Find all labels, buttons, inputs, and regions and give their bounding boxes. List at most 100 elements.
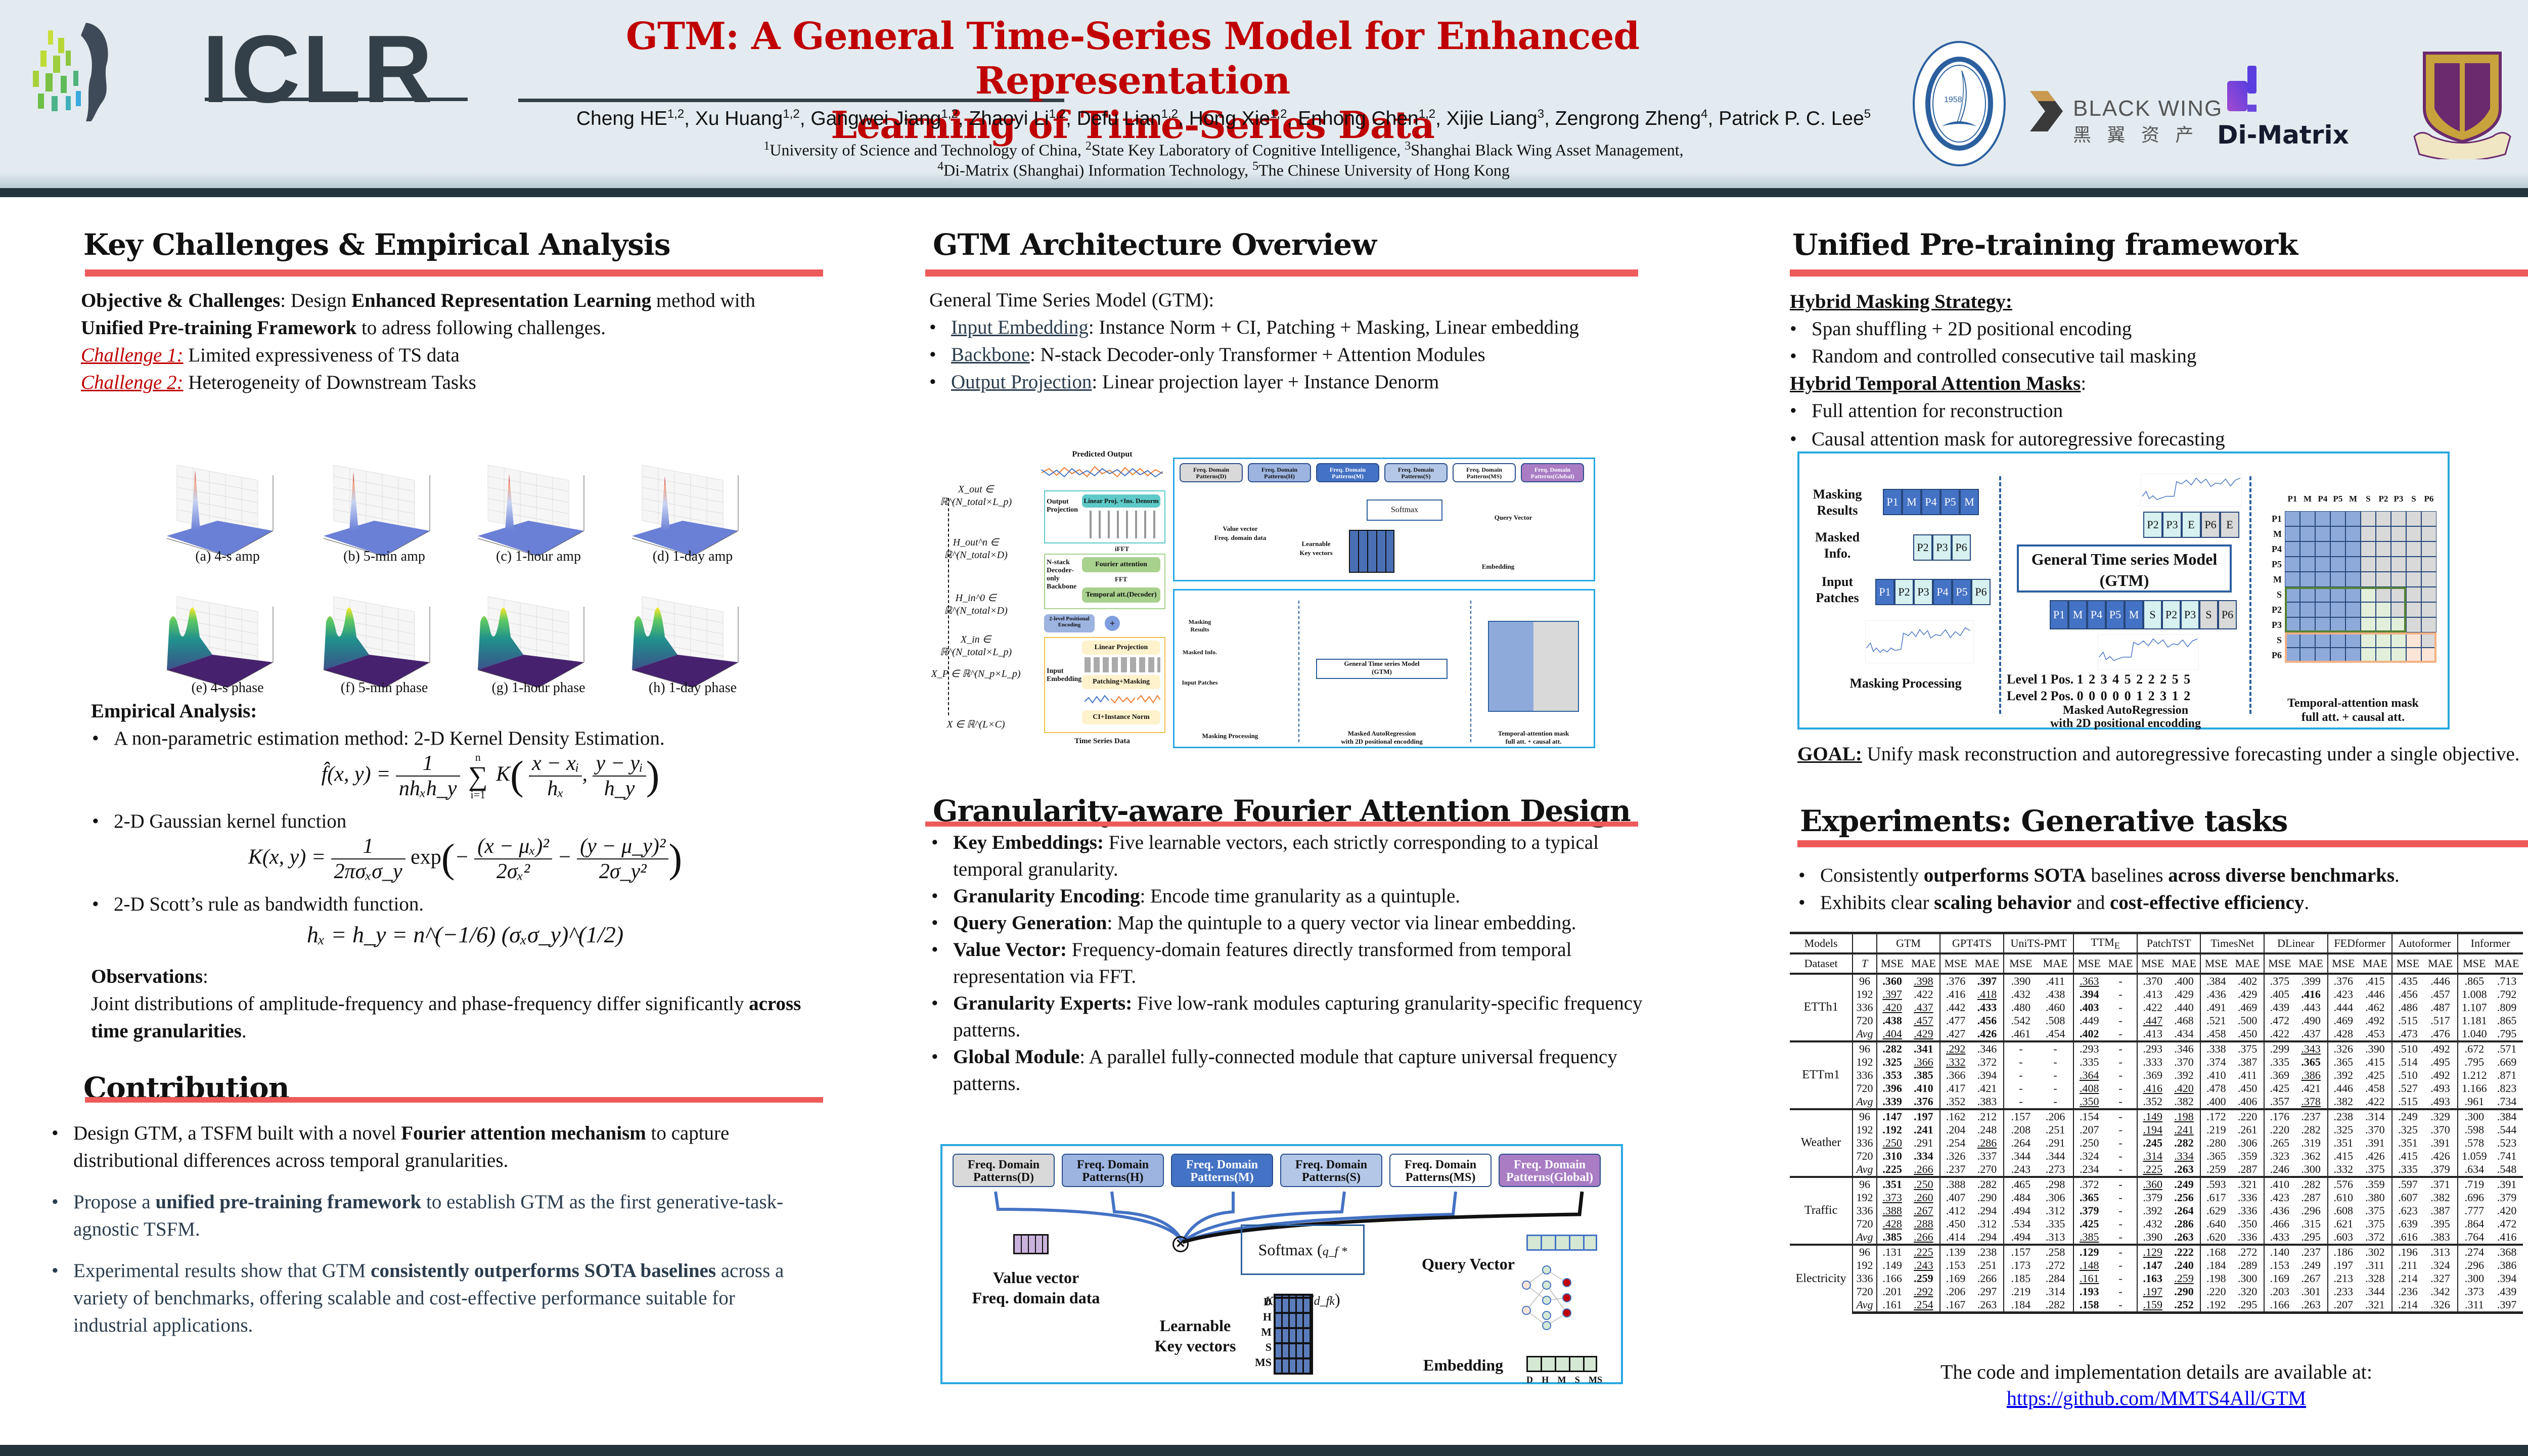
- eq-text: h_y: [604, 777, 635, 800]
- blackwing-logo-icon: [2030, 91, 2063, 131]
- metric-cell: .214: [2391, 1298, 2424, 1314]
- metric-cell: .491: [2200, 1000, 2232, 1014]
- metric-cell: .438: [1876, 1014, 1908, 1027]
- goal-text: Unify mask reconstruction and autoregres…: [1862, 743, 2520, 765]
- masking-series-chart-icon: [1865, 620, 1974, 663]
- metric-cell: .386: [2301, 1068, 2321, 1081]
- horizon-cell: 720: [1852, 1081, 1877, 1095]
- title-line-2: Learning of Time-Series Data: [831, 104, 1435, 147]
- ifft-label: iFFT: [1115, 545, 1130, 553]
- metric-cell: .433: [2264, 1230, 2295, 1245]
- title-underline: [518, 99, 1064, 102]
- metric-cell: .492: [2365, 1014, 2385, 1027]
- learnable-line: Learnable: [1159, 1316, 1231, 1335]
- fourier-item-text: Frequency-domain features directly trans…: [953, 939, 1572, 987]
- experiment-bold: cost-effective efficiency: [2110, 892, 2305, 914]
- metric-cell: .315: [2301, 1217, 2321, 1230]
- architecture-item: Input Embedding: Instance Norm + CI, Pat…: [923, 314, 1647, 341]
- section-title-unified: Unified Pre-training framework: [1792, 228, 2298, 262]
- author-name: Defu Lian: [1076, 108, 1161, 129]
- mask-cell: [2376, 648, 2391, 663]
- mask-cell: [2330, 557, 2345, 572]
- metric-cell: .395: [2430, 1217, 2450, 1230]
- table-row: 336.388.267.412.294.494.312.379-.392.264…: [1790, 1204, 2523, 1217]
- horizon-cell: 192: [1852, 987, 1877, 1001]
- goal-label: GOAL:: [1797, 743, 1862, 765]
- mask-row-label: S: [2276, 589, 2282, 600]
- colon: :: [2081, 373, 2087, 394]
- experiment-text: .: [2304, 892, 2310, 914]
- mask-cell: [2376, 511, 2391, 526]
- attention-masks-title: Hybrid Temporal Attention Masks: [1790, 373, 2081, 394]
- author-affiliation: 1,2: [1418, 107, 1436, 121]
- level-2-label: Level 2 Pos.: [2007, 689, 2074, 703]
- table-row: 336.420.437.442.433.480.460.403-.422.440…: [1790, 1000, 2523, 1014]
- experiments-list: Consistently outperforms SOTA baselines …: [1792, 862, 2528, 917]
- affiliation-name: The Chinese University of Hong Kong: [1258, 161, 1510, 179]
- metric-cell: .267: [2301, 1271, 2321, 1285]
- metric-cell: .365: [2327, 1055, 2359, 1069]
- patch-token: P5: [2106, 600, 2125, 629]
- metric-cell: .864: [2457, 1217, 2491, 1231]
- eq-text: x − xᵢ: [529, 751, 582, 777]
- softmax-label: Softmax: [1258, 1241, 1314, 1259]
- metric-cell: .321: [2358, 1298, 2392, 1314]
- metric-cell: .295: [2231, 1298, 2265, 1314]
- mask-cell: [2391, 587, 2406, 602]
- metric-cell: .433: [1977, 1000, 1997, 1014]
- metric-cell: .473: [2391, 1027, 2424, 1041]
- metric-cell: .416: [2497, 1230, 2517, 1243]
- metric-cell: .341: [1907, 1040, 1940, 1056]
- mask-col-label: P4: [2318, 494, 2328, 504]
- horizon-cell: 192: [1852, 1055, 1877, 1069]
- metric-cell: .213: [2327, 1271, 2359, 1285]
- mask-cell: [2361, 587, 2376, 602]
- contribution-list: Design GTM, a TSFM built with a novel Fo…: [46, 1120, 794, 1353]
- backbone-label: N-stack Decoder-only Backbone: [1047, 559, 1077, 590]
- metric-cell: .264: [2174, 1204, 2194, 1217]
- metric-cell: .173: [2003, 1258, 2038, 1272]
- metric-cell: .335: [2391, 1162, 2424, 1177]
- metric-cell: .390: [2003, 972, 2038, 988]
- pattern-line-1: Freq. Domain: [1397, 466, 1434, 473]
- gtm-model-abbr: (GTM): [2099, 571, 2149, 589]
- metric-cell: -: [2053, 1095, 2057, 1108]
- metric-cell: .365: [2301, 1055, 2321, 1068]
- fourier-item: Key Embeddings: Five learnable vectors, …: [925, 829, 1648, 883]
- metric-cell: .343: [2294, 1040, 2328, 1056]
- empirical-bullet: 2-D Gaussian kernel function: [86, 808, 824, 835]
- fourier-item-label: Global Module: [953, 1046, 1080, 1068]
- metric-header: MAE: [1907, 952, 1940, 974]
- objective-paragraph: Objective & Challenges: Design Enhanced …: [81, 287, 819, 396]
- fourier-item-text: Five low-rank modules capturing granular…: [953, 992, 1643, 1041]
- metric-cell: .214: [2391, 1271, 2424, 1285]
- mask-cell: [2421, 587, 2436, 602]
- mask-cell: [2285, 617, 2300, 632]
- metric-cell: .384: [2200, 972, 2232, 988]
- author-affiliation: 1,2: [941, 107, 958, 121]
- metric-cell: .238: [1971, 1243, 2004, 1259]
- metric-cell: .450: [2237, 1081, 2258, 1095]
- metric-cell: .157: [2003, 1243, 2038, 1259]
- mask-row-label: M: [2273, 574, 2282, 584]
- mask-cell: [2285, 572, 2300, 587]
- metric-cell: .542: [2003, 1014, 2038, 1027]
- x-label: X ∈ ℝ^(L×C): [946, 719, 1005, 730]
- metric-cell: .300: [2457, 1108, 2491, 1123]
- eq-text: 2σ_y²: [599, 860, 647, 883]
- github-link[interactable]: https://github.com/MMTS4All/GTM: [2006, 1387, 2307, 1409]
- horizon-cell: Avg: [1852, 1298, 1877, 1314]
- metric-cell: .608: [2327, 1204, 2359, 1217]
- metric-header: MAE: [1971, 952, 2004, 974]
- metric-cell: .351: [2391, 1136, 2424, 1150]
- contribution-item: Experimental results show that GTM consi…: [46, 1257, 794, 1339]
- metric-cell: .534: [2003, 1217, 2038, 1231]
- author-name: Enhong Chen: [1298, 108, 1419, 129]
- eq-text: nhₓh_y: [398, 777, 457, 800]
- metric-cell: .415: [2391, 1149, 2424, 1163]
- fourier-item-label: Granularity Encoding: [953, 885, 1140, 907]
- model-header: TimesNet: [2200, 932, 2265, 953]
